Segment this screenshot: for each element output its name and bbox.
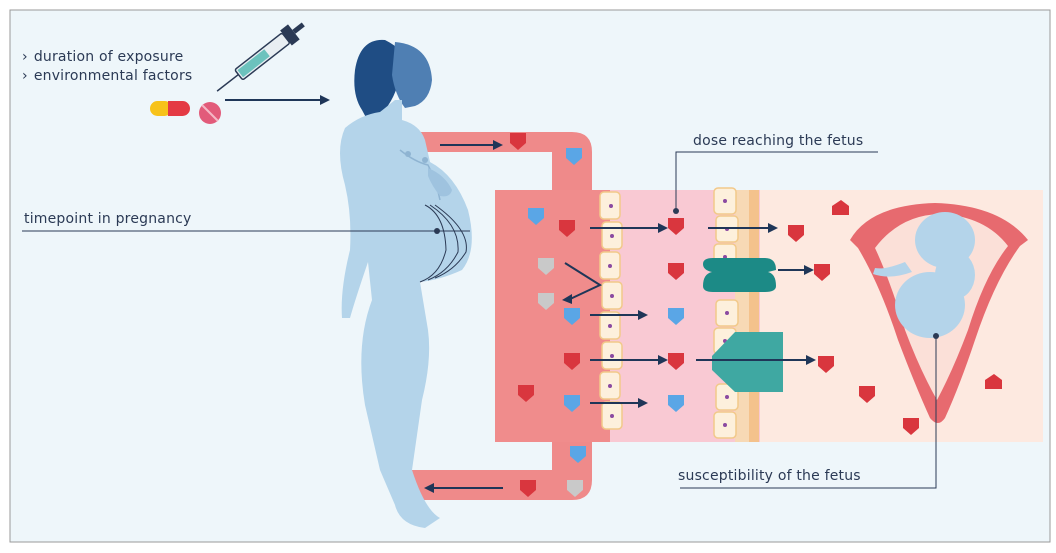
factor-item-duration: › duration of exposure [22, 49, 183, 65]
dose-label: dose reaching the fetus [693, 133, 863, 149]
efflux-transporter [703, 258, 776, 292]
susceptibility-label: susceptibility of the fetus [678, 468, 861, 484]
bullet-icon: › [22, 49, 28, 65]
timepoint-label: timepoint in pregnancy [24, 211, 192, 227]
pill-icon [199, 102, 221, 124]
factor-item-environment: › environmental factors [22, 68, 192, 84]
factor-environment-label: environmental factors [34, 68, 193, 84]
factor-duration-label: duration of exposure [34, 49, 184, 65]
bullet-icon: › [22, 68, 28, 84]
capsule-icon [150, 101, 190, 116]
